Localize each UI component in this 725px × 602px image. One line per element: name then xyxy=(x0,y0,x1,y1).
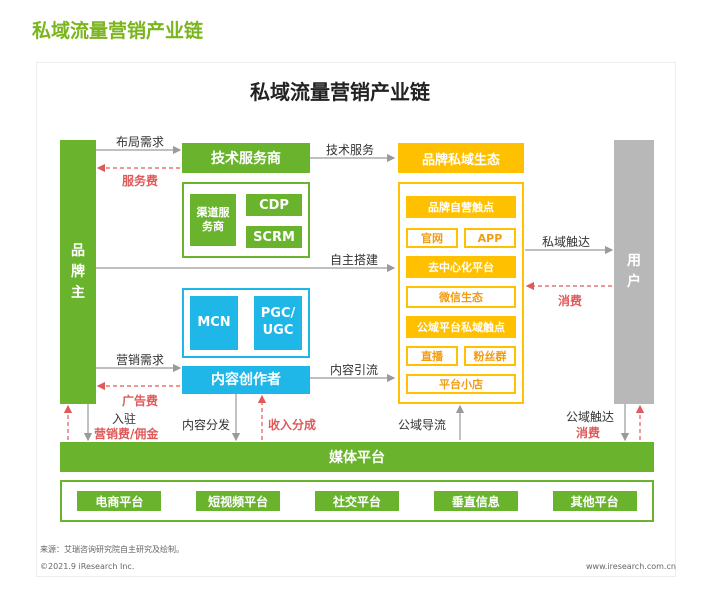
edge-label-marketing-commission: 营销费/佣金 xyxy=(94,427,159,441)
media-platform-list: 电商平台 短视频平台 社交平台 垂直信息 其他平台 xyxy=(60,480,654,522)
edge-label-content-distribution: 内容分发 xyxy=(182,418,231,432)
brand-private-ecosystem-box: 品牌私域生态 xyxy=(398,143,524,173)
user-bar: 用 户 xyxy=(614,140,654,404)
source-note: 来源：艾瑞咨询研究院自主研究及绘制。 xyxy=(40,545,184,554)
brand-own-touchpoint-box: 品牌自营触点 xyxy=(406,196,516,218)
edge-label-public-reach: 公域触达 xyxy=(566,410,615,424)
diagram-title: 私域流量营销产业链 xyxy=(250,80,430,104)
tech-service-provider-box: 技术服务商 xyxy=(182,143,310,173)
platform-shop-box: 平台小店 xyxy=(406,374,516,394)
brand-owner-bar: 品 牌 主 xyxy=(60,140,96,404)
official-site-box: 官网 xyxy=(406,228,458,248)
content-creator-box: 内容创作者 xyxy=(182,366,310,394)
media-platform-item: 短视频平台 xyxy=(196,491,281,511)
brand-private-ecosystem-group xyxy=(398,182,524,404)
pgc-ugc-box: PGC/ UGC xyxy=(254,296,302,350)
app-box: APP xyxy=(464,228,516,248)
live-stream-box: 直播 xyxy=(406,346,458,366)
decentralized-platform-box: 去中心化平台 xyxy=(406,256,516,278)
media-platform-item: 其他平台 xyxy=(552,491,637,511)
tech-service-group xyxy=(182,182,310,258)
public-platform-touchpoint-box: 公域平台私域触点 xyxy=(406,316,516,338)
edge-label-self-build: 自主搭建 xyxy=(330,253,379,267)
cdp-box: CDP xyxy=(246,194,302,216)
edge-label-layout-demand: 布局需求 xyxy=(116,135,165,149)
channel-service-provider-box: 渠道服 务商 xyxy=(190,194,236,246)
edge-label-ad-fee: 广告费 xyxy=(122,394,159,408)
edge-label-marketing-demand: 营销需求 xyxy=(116,353,165,367)
page-title: 私域流量营销产业链 xyxy=(32,20,204,42)
edge-label-consumption: 消费 xyxy=(558,294,583,308)
copyright: ©2021.9 iResearch Inc. xyxy=(40,562,135,571)
edge-label-consumption-2: 消费 xyxy=(576,426,601,440)
media-platform-item: 社交平台 xyxy=(314,491,399,511)
media-platform-item: 垂直信息 xyxy=(433,491,518,511)
scrm-box: SCRM xyxy=(246,226,302,248)
edge-label-service-fee: 服务费 xyxy=(122,174,159,188)
edge-label-revenue-share: 收入分成 xyxy=(268,418,317,432)
media-platform-group xyxy=(60,480,654,522)
edge-label-settle-in: 入驻 xyxy=(112,412,137,426)
content-creator-group xyxy=(182,288,310,358)
fan-group-box: 粉丝群 xyxy=(464,346,516,366)
media-platform-item: 电商平台 xyxy=(77,491,162,511)
edge-label-private-reach: 私域触达 xyxy=(542,235,591,249)
media-platform-bar: 媒体平台 xyxy=(60,442,654,472)
mcn-box: MCN xyxy=(190,296,238,350)
edge-label-content-traffic: 内容引流 xyxy=(330,363,379,377)
wechat-ecosystem-box: 微信生态 xyxy=(406,286,516,308)
edge-label-tech-service: 技术服务 xyxy=(326,143,375,157)
edge-label-public-traffic: 公域导流 xyxy=(398,418,447,432)
website-url: www.iresearch.com.cn xyxy=(586,562,676,571)
